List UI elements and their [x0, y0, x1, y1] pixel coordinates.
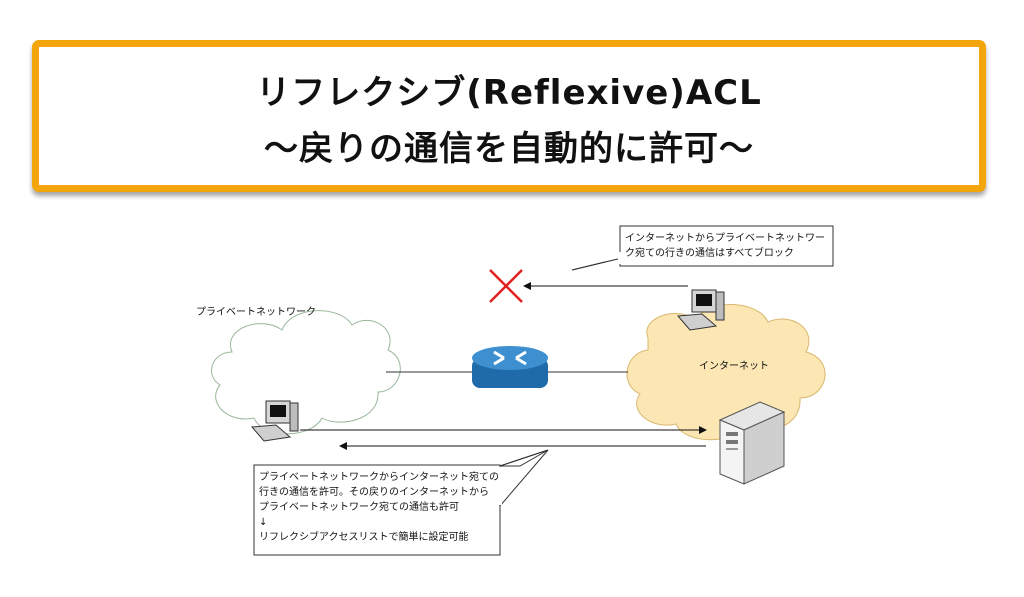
server-icon: [718, 401, 786, 485]
callout-bottom-box: [253, 449, 549, 556]
callout-bottom-text: プライベートネットワークからインターネット宛ての 行きの通信を許可。その戻りのイ…: [259, 470, 499, 545]
block-x-icon: [489, 269, 523, 303]
page-title: リフレクシブ(Reflexive)ACL: [256, 73, 762, 113]
pc-icon: [676, 289, 725, 331]
pc-icon: [250, 400, 299, 442]
callout-top-text: インターネットからプライベートネットワー ク宛ての行きの通信はすべてブロック: [625, 231, 825, 261]
callout-bottom-line: プライベートネットワークからインターネット宛ての: [259, 472, 499, 483]
private-network-cloud: [210, 310, 401, 435]
callout-bottom-line: ↓: [259, 517, 268, 528]
callout-top-line: ク宛ての行きの通信はすべてブロック: [625, 248, 794, 259]
callout-top-line: インターネットからプライベートネットワー: [625, 233, 825, 244]
callout-bottom-line: リフレクシブアクセスリストで簡単に設定可能: [259, 532, 469, 543]
callout-bottom-line: プライベートネットワーク宛ての通信も許可: [259, 502, 459, 513]
callout-top-box: [571, 225, 834, 271]
page-subtitle: 〜戻りの通信を自動的に許可〜: [264, 129, 754, 169]
internet-label: インターネット: [699, 361, 769, 372]
title-banner: リフレクシブ(Reflexive)ACL 〜戻りの通信を自動的に許可〜: [32, 40, 986, 192]
router-icon: [472, 346, 548, 388]
callout-bottom-line: 行きの通信を許可。その戻りのインターネットから: [259, 487, 489, 498]
private-network-label: プライベートネットワーク: [196, 307, 316, 318]
